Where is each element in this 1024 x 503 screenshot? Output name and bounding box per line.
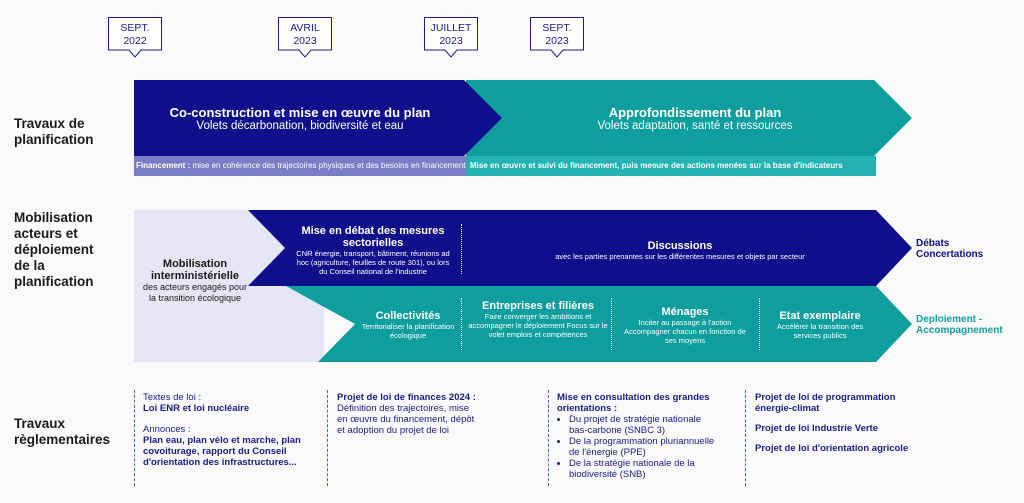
divider-dotted <box>611 298 612 350</box>
discussions-title: Discussions <box>647 240 713 252</box>
col1-announcements-label: Annonces : <box>143 424 191 435</box>
entreprises-text: Faire converger les ambitions et accompa… <box>468 312 608 339</box>
column-divider <box>548 390 549 486</box>
interministerial-text: des acteurs engagés pour la transition é… <box>142 282 248 303</box>
side-label-debates-line2: Concertations <box>916 249 984 260</box>
timeline-flag-sept-2022: SEPT.2022 <box>108 17 162 58</box>
collectivites-title: Collectivités <box>375 310 441 322</box>
flag-shape-icon <box>530 17 584 58</box>
phase1-title: Co-construction et mise en œuvre du plan <box>169 105 431 120</box>
debate-box: Mise en débat des mesures sectorielles C… <box>292 225 454 276</box>
list-item: Du projet de stratégie nationale bas-car… <box>569 414 717 436</box>
phase1-text: Co-construction et mise en œuvre du plan… <box>150 105 450 133</box>
finance-right-text: Mise en œuvre et suivi du financement, p… <box>470 161 843 170</box>
entreprises-title: Entreprises et filières <box>482 300 594 312</box>
collectivites-text: Territorialiser la planification écologi… <box>361 322 455 340</box>
side-label-deployment-line2: Accompagnement <box>916 325 1003 336</box>
flag-month: JUILLET <box>430 22 472 34</box>
regulatory-col1: Textes de loi : Loi ENR et loi nucléaire… <box>143 392 313 468</box>
finance-bar-right <box>466 156 876 176</box>
col4-item3: Projet de loi d'orientation agricole <box>755 443 909 454</box>
list-item: De la programmation pluriannuelle de l'é… <box>569 436 717 458</box>
divider-dotted <box>461 298 462 350</box>
collectivites-box: Collectivités Territorialiser la planifi… <box>360 310 456 340</box>
flag-shape-icon <box>278 17 332 58</box>
discussions-box: Discussions avec les parties prenantes s… <box>470 240 890 261</box>
interministerial-title: Mobilisation interministérielle <box>150 258 240 282</box>
etat-box: Etat exemplaire Accélérer la transition … <box>766 310 874 340</box>
col1-intro: Textes de loi : <box>143 392 202 403</box>
etat-text: Accélérer la transition des services pub… <box>776 322 864 340</box>
etat-title: Etat exemplaire <box>779 310 861 322</box>
flag-month: SEPT. <box>120 22 150 34</box>
row-label-planning: Travaux de planification <box>14 116 94 147</box>
phase2-arrow <box>466 80 912 156</box>
col3-list: Du projet de stratégie nationale bas-car… <box>557 414 717 480</box>
discussions-text: avec les parties prenantes sur les diffé… <box>555 252 805 261</box>
flag-shape-icon <box>108 17 162 58</box>
debate-text: CNR énergie, transport, bâtiment, réunio… <box>296 249 450 276</box>
regulatory-col4: Projet de loi de programmation énergie-c… <box>755 392 925 454</box>
debates-arrow <box>248 210 912 286</box>
regulatory-col2: Projet de loi de finances 2024 : Définit… <box>337 392 477 436</box>
phase1-arrow <box>134 80 502 156</box>
finance-label: Financement : <box>136 161 191 170</box>
flag-year: 2022 <box>123 35 147 47</box>
entreprises-box: Entreprises et filières Faire converger … <box>468 300 608 339</box>
side-label-debates: Débats Concertations <box>916 238 983 260</box>
menages-title: Ménages <box>661 306 709 318</box>
column-divider <box>745 390 746 486</box>
column-divider <box>327 390 328 486</box>
phase2-subtitle: Volets adaptation, santé et ressources <box>597 120 793 132</box>
row-label-regulatory: Travaux règlementaires <box>14 416 111 447</box>
flag-year: 2023 <box>293 35 317 47</box>
finance-bar-left <box>134 156 466 176</box>
row-label-mobilisation: Mobilisation acteurs et déploiement de l… <box>14 210 94 289</box>
flag-shape-icon <box>424 17 478 58</box>
flag-month: AVRIL <box>290 22 320 34</box>
timeline-flag-sept-2023: SEPT.2023 <box>530 17 584 58</box>
debate-title: Mise en débat des mesures sectorielles <box>301 225 445 249</box>
divider-dotted <box>461 224 462 274</box>
phase2-title: Approfondissement du plan <box>608 105 782 120</box>
col2-text: Définition des trajectoires, mise en œuv… <box>337 403 475 436</box>
col1-plans: Plan eau, plan vélo et marche, plan covo… <box>143 435 301 468</box>
interministerial-box: Mobilisation interministérielle des acte… <box>140 258 250 303</box>
col4-item2: Projet de loi Industrie Verte <box>755 423 879 434</box>
side-label-debates-line1: Débats <box>916 238 950 249</box>
col2-title: Projet de loi de finances 2024 : <box>337 392 476 403</box>
column-divider <box>134 390 135 486</box>
list-item: De la stratégie nationale de la biodiver… <box>569 458 717 480</box>
phase1-subtitle: Volets décarbonation, biodiversité et ea… <box>196 120 404 132</box>
regulatory-col3: Mise en consultation des grandes orienta… <box>557 392 717 480</box>
side-label-deployment-line1: Deploiement - <box>916 314 983 325</box>
flag-month: SEPT. <box>542 22 572 34</box>
flag-year: 2023 <box>439 35 463 47</box>
col1-laws: Loi ENR et loi nucléaire <box>143 403 250 414</box>
finance-left-desc: mise en cohérence des trajectoires physi… <box>190 161 466 170</box>
divider-dotted <box>759 298 760 350</box>
flag-year: 2023 <box>545 35 569 47</box>
col4-item1: Projet de loi de programmation énergie-c… <box>755 392 896 414</box>
menages-text: Inciter au passage à l'action Accompagne… <box>624 318 746 345</box>
side-label-deployment: Deploiement - Accompagnement <box>916 314 1003 336</box>
finance-left-text: Financement : mise en cohérence des traj… <box>136 161 466 171</box>
deployment-arrow <box>286 286 912 362</box>
phase2-text: Approfondissement du plan Volets adaptat… <box>540 105 850 133</box>
menages-box: Ménages Inciter au passage à l'action Ac… <box>618 306 752 345</box>
col3-title: Mise en consultation des grandes orienta… <box>557 392 710 414</box>
